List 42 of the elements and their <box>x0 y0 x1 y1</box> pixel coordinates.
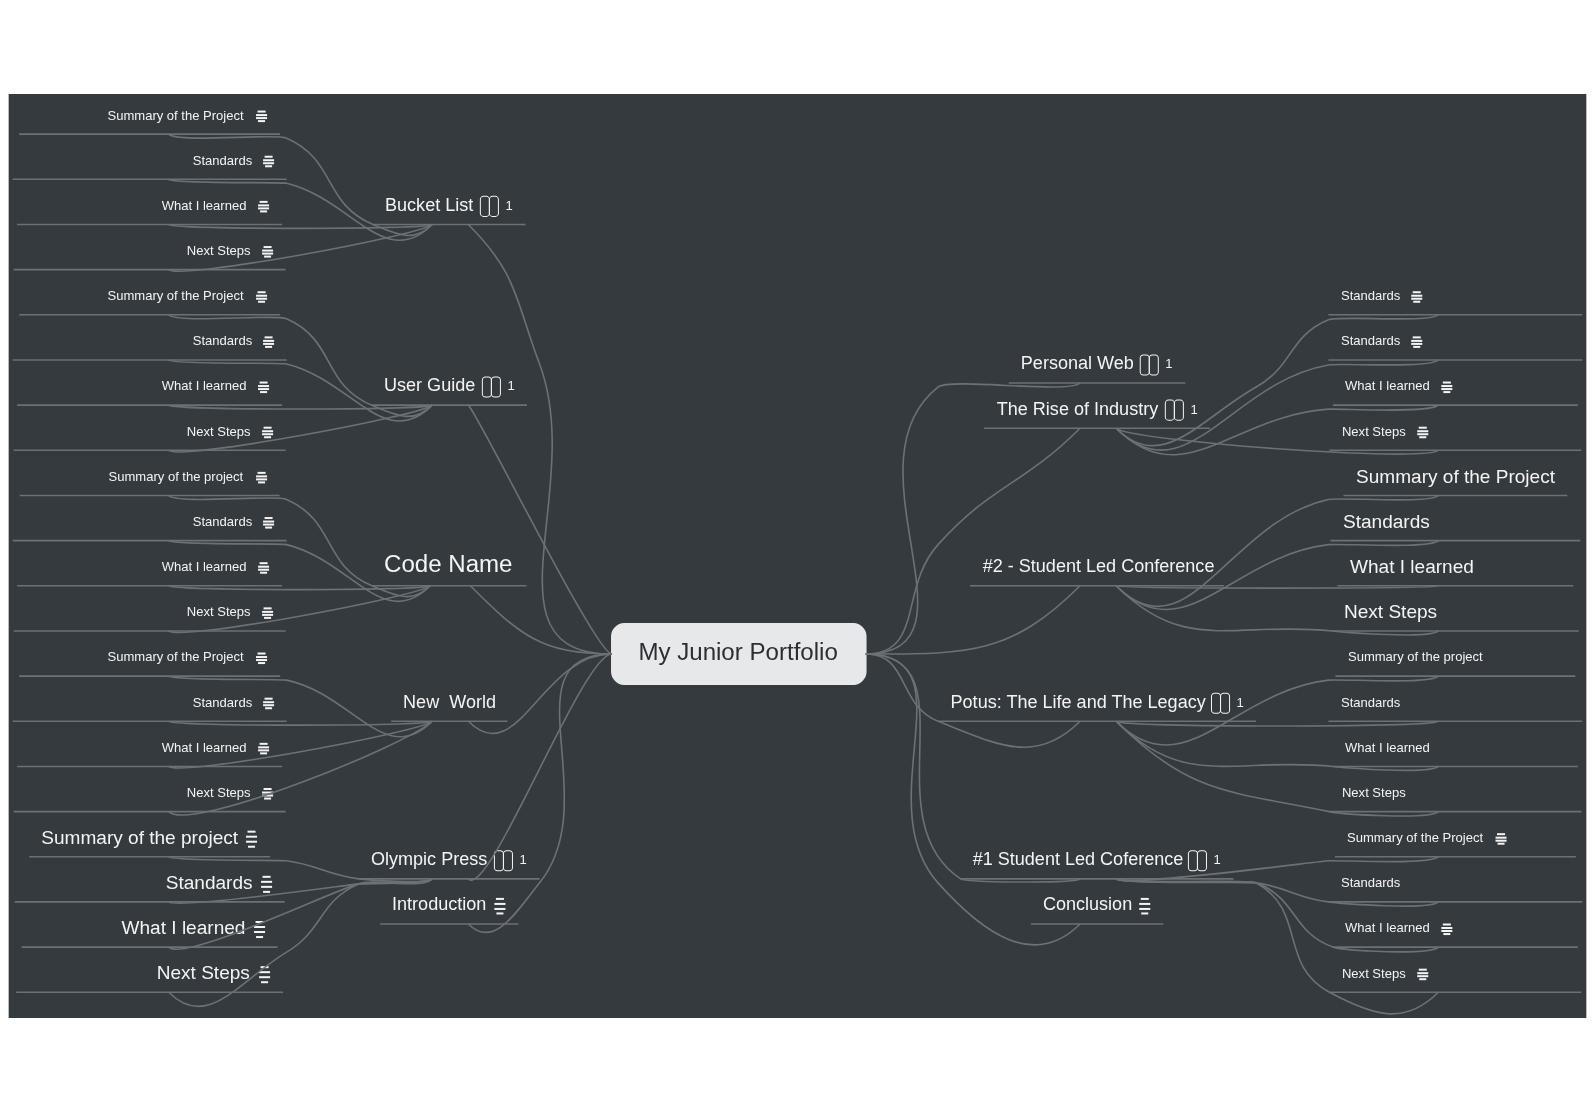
node-text: Next Steps <box>186 604 251 620</box>
node-text: Standards <box>1340 333 1401 349</box>
node-text: Next Steps <box>1343 601 1438 623</box>
node-text: Next Steps <box>1341 784 1406 800</box>
node-text: Summary of the Project <box>1356 465 1556 487</box>
node-text: Summary of the project <box>108 468 244 484</box>
node-text: Next Steps <box>1341 965 1406 981</box>
node-text: Standards <box>192 333 253 349</box>
node-text: Summary of the project <box>1347 649 1483 665</box>
node-text: Standards <box>1340 288 1401 304</box>
node-text: What I learned <box>161 378 247 394</box>
node-text: Summary of the project <box>41 826 239 848</box>
node-text: New World <box>403 691 497 712</box>
node-text: Standards <box>1340 694 1401 710</box>
node-text: Next Steps <box>186 784 251 800</box>
node-text: Introduction <box>392 894 487 915</box>
node-text: What I learned <box>1344 378 1430 394</box>
node-text: Standards <box>192 152 253 168</box>
node-text: What I learned <box>1344 739 1430 755</box>
node-text: Conclusion <box>1042 894 1133 915</box>
node-text: Standards <box>192 513 253 529</box>
node-text: Potus: The Life and The Legacy 1 <box>950 691 1244 712</box>
node-text: Summary of the Project <box>1346 830 1484 846</box>
node-text: What I learned <box>161 739 247 755</box>
node-text: Code Name <box>384 549 513 577</box>
node-text: Next Steps <box>186 423 251 439</box>
node-text: What I learned <box>1344 920 1430 936</box>
node-text: Summary of the Project <box>107 649 244 665</box>
node-text: #2 - Student Led Conference <box>982 556 1215 577</box>
node-text: What I learned <box>1350 555 1474 577</box>
node-text: Standards <box>1340 875 1401 891</box>
node-text: Next Steps <box>1341 423 1406 439</box>
node-text: Next Steps <box>186 242 251 258</box>
node-text: Standards <box>1342 510 1430 532</box>
node-text: Standards <box>165 872 253 894</box>
node-text: Summary of the Project <box>107 288 244 304</box>
node-text: What I learned <box>161 559 247 575</box>
node-text: Summary of the Project <box>107 107 244 123</box>
node-text: What I learned <box>161 197 247 213</box>
node-text: What I learned <box>121 917 246 939</box>
node-text: Next Steps <box>156 962 250 984</box>
node-text: Standards <box>192 694 253 710</box>
